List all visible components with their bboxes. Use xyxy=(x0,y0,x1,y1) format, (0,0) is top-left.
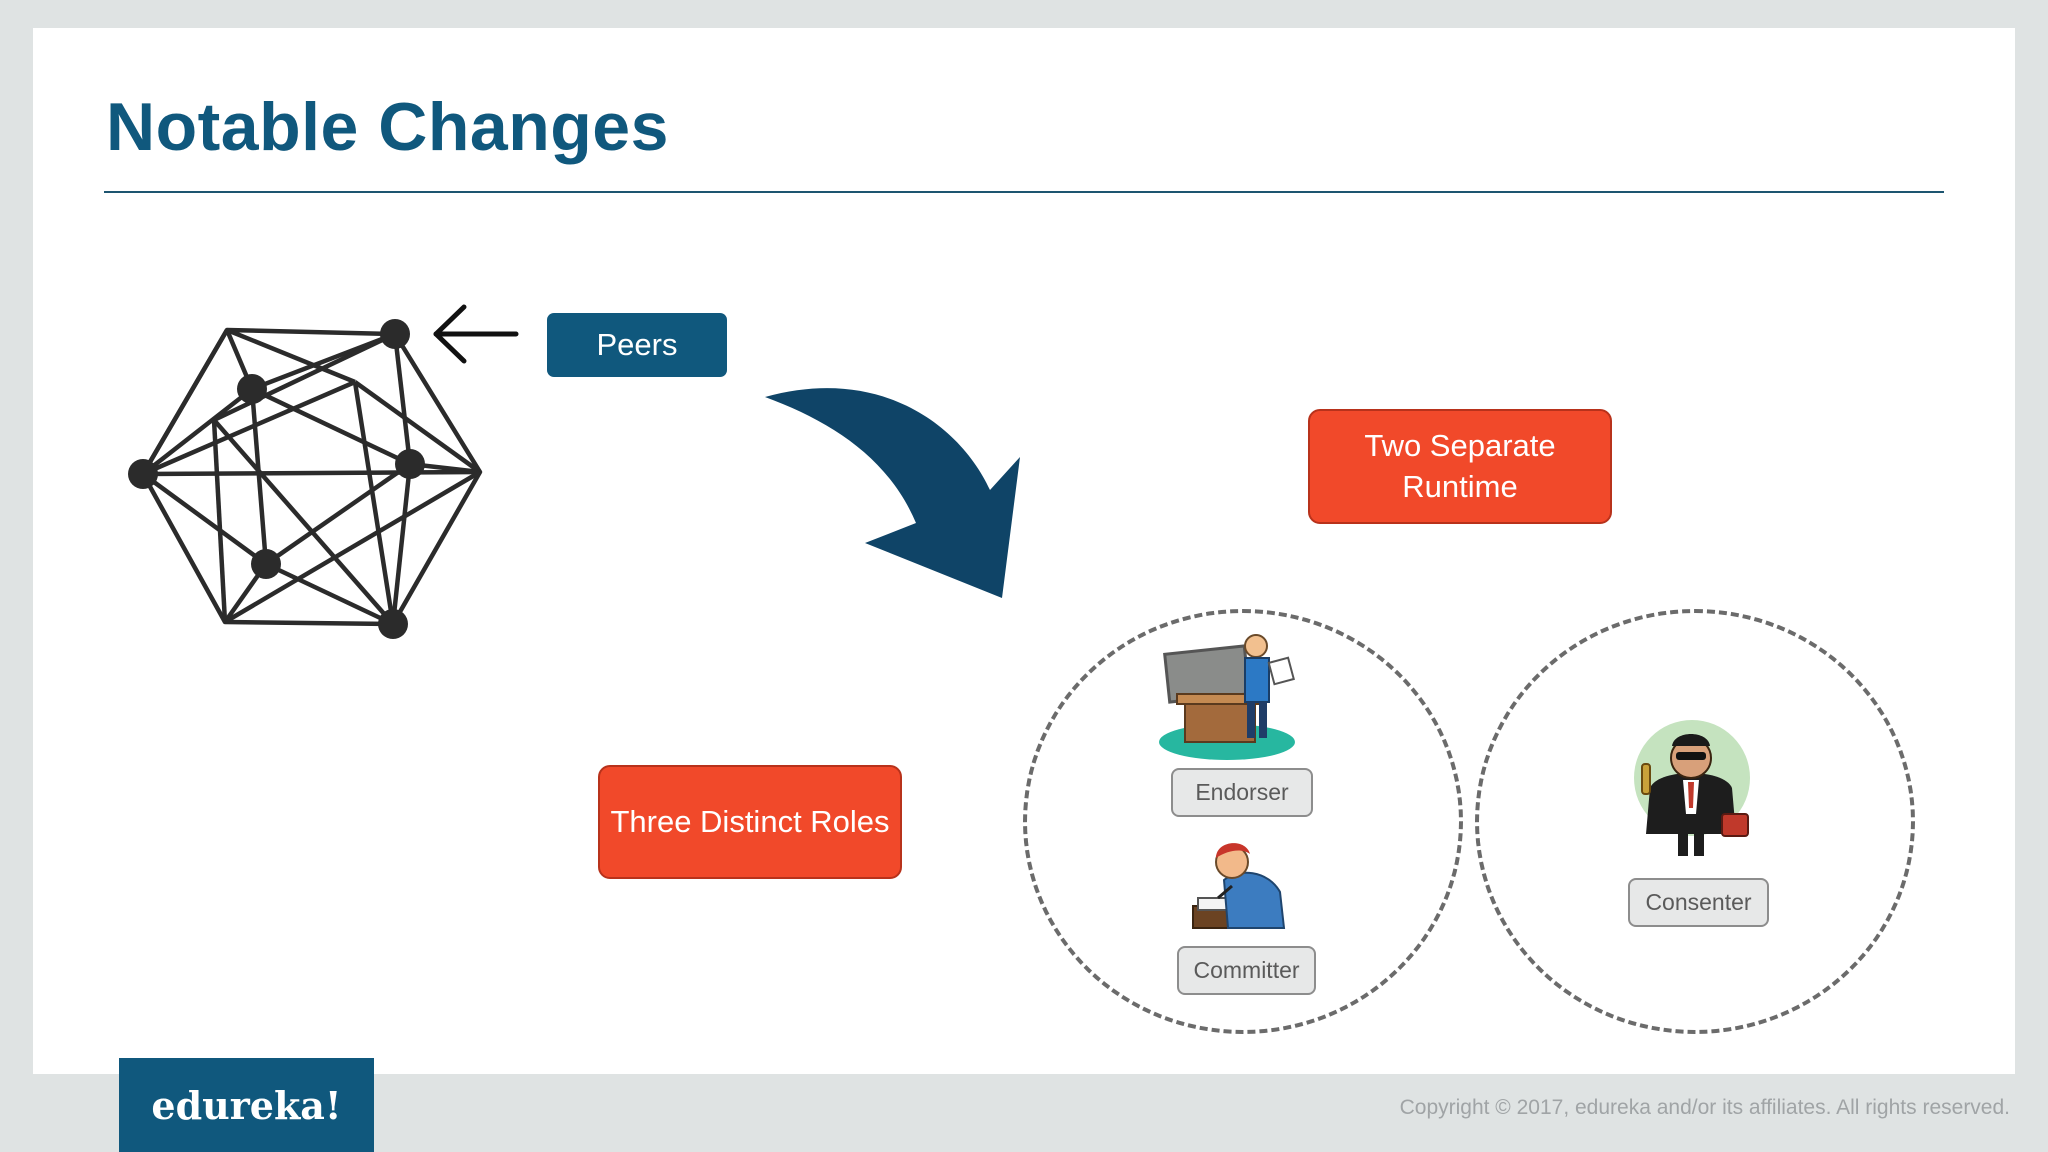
two-separate-runtime-box: Two Separate Runtime xyxy=(1308,409,1612,524)
page-title: Notable Changes xyxy=(106,89,669,165)
left-arrow-icon xyxy=(433,304,519,364)
endorser-figure-icon xyxy=(1159,634,1295,760)
consenter-figure-icon xyxy=(1634,720,1750,856)
title-divider xyxy=(104,191,1944,193)
runtime-circle-consensus xyxy=(1475,609,1915,1034)
edureka-logo: edureka! xyxy=(119,1058,374,1152)
curved-down-arrow-icon xyxy=(765,388,1020,598)
runtime-circle-endorse-commit xyxy=(1023,609,1463,1034)
consenter-label: Consenter xyxy=(1628,878,1769,927)
committer-label: Committer xyxy=(1177,946,1316,995)
committer-figure-icon xyxy=(1192,843,1286,929)
peers-label: Peers xyxy=(547,313,727,377)
endorser-label: Endorser xyxy=(1171,768,1313,817)
copyright-notice: Copyright © 2017, edureka and/or its aff… xyxy=(1399,1096,2010,1119)
three-distinct-roles-box: Three Distinct Roles xyxy=(598,765,902,879)
hyperledger-network-icon xyxy=(128,319,483,639)
